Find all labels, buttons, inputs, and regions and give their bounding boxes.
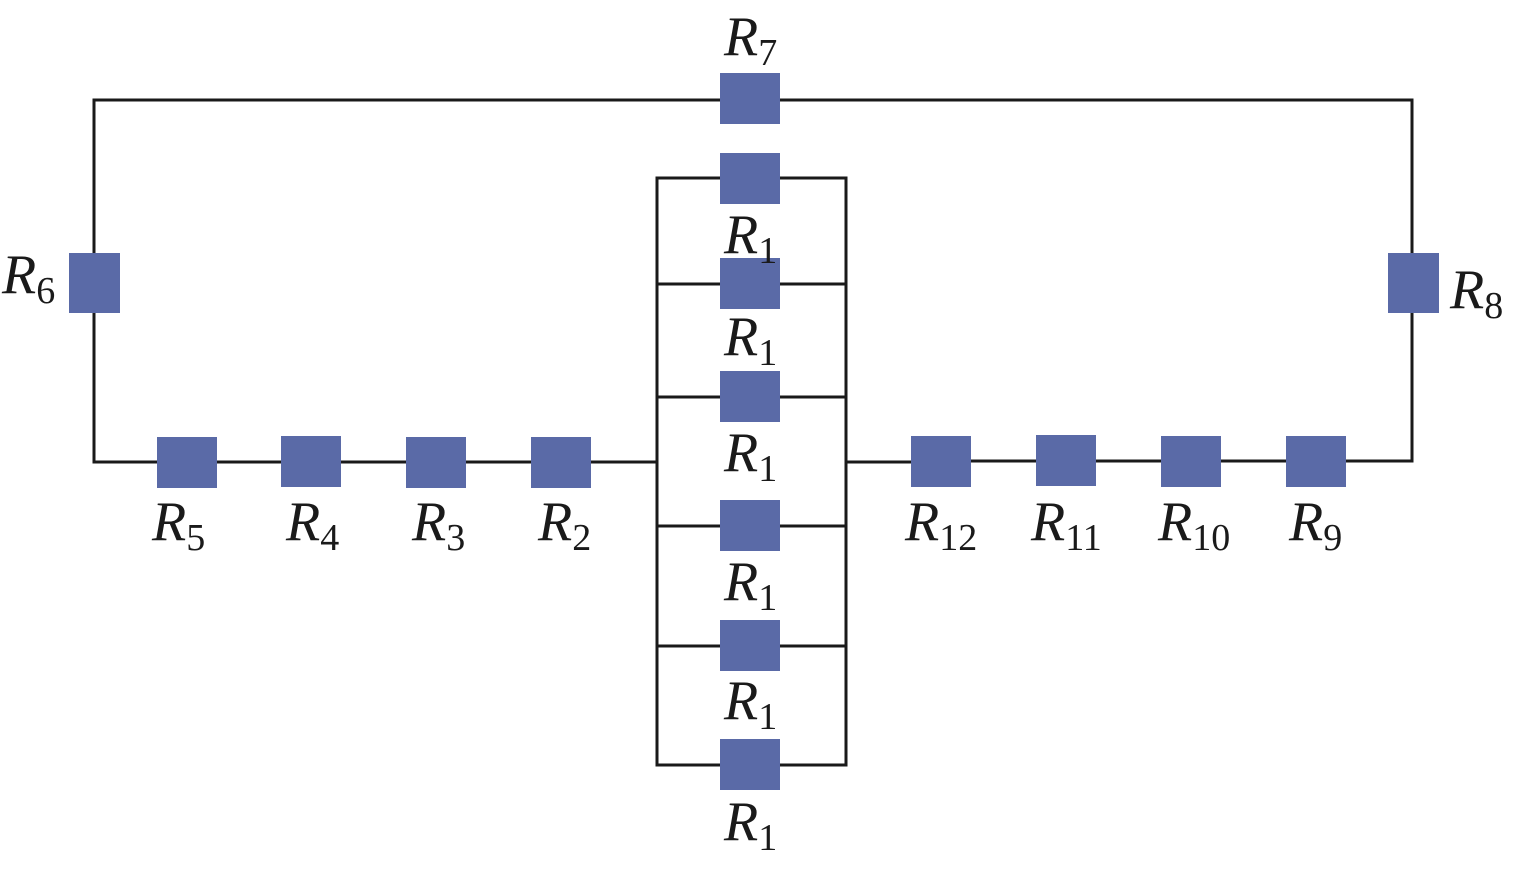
label-r4: R4 (285, 491, 339, 559)
label-r12: R12 (904, 491, 977, 559)
resistor-r9 (1286, 436, 1346, 487)
resistor-r1-c (720, 371, 780, 422)
label-r10: R10 (1157, 491, 1230, 559)
label-r3: R3 (411, 491, 465, 559)
label-r1-d: R1 (723, 551, 777, 619)
resistor-r1-a (720, 153, 780, 204)
resistor-r1-f (720, 739, 780, 790)
resistor-r11 (1036, 435, 1096, 486)
resistor-r4 (281, 436, 341, 487)
label-r9: R9 (1288, 491, 1342, 559)
resistor-r8 (1388, 253, 1439, 313)
label-r2: R2 (537, 491, 591, 559)
label-r1-f: R1 (723, 791, 777, 859)
resistor-r10 (1161, 436, 1221, 487)
label-r6: R6 (1, 244, 55, 312)
resistor-r2 (531, 437, 591, 488)
label-r1-e: R1 (723, 670, 777, 738)
resistor-r1-e (720, 620, 780, 671)
resistor-r7 (720, 73, 780, 124)
resistor-r5 (157, 437, 217, 488)
label-r1-c: R1 (723, 422, 777, 490)
label-r5: R5 (151, 491, 205, 559)
resistor-r3 (406, 437, 466, 488)
resistor-r1-d (720, 500, 780, 551)
resistor-r12 (911, 436, 971, 487)
label-r1-b: R1 (723, 306, 777, 374)
label-r8: R8 (1449, 259, 1503, 327)
wires (92, 98, 1414, 767)
resistor-r1-b (720, 258, 780, 309)
label-r11: R11 (1030, 491, 1102, 559)
labels: R7 R6 R8 R1 R1 R1 R1 R1 R1 R5 R4 R3 R2 R… (1, 6, 1503, 859)
label-r7: R7 (723, 6, 777, 74)
label-r1-a: R1 (723, 204, 777, 272)
resistor-r6 (69, 253, 120, 313)
resistors (69, 73, 1439, 790)
